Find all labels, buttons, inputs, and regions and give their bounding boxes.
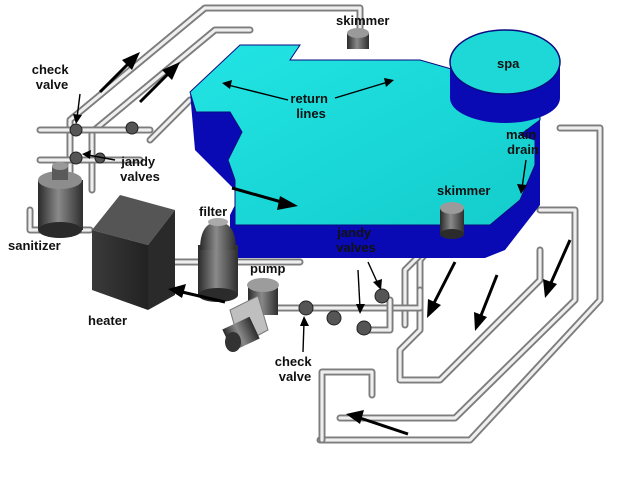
label-jandy-valves-right: jandy valves xyxy=(336,225,376,255)
filter xyxy=(198,218,238,302)
skimmer-right xyxy=(440,202,464,239)
labels: skimmer spa check valve return lines mai… xyxy=(8,13,540,384)
jandy-valve-left-1 xyxy=(125,121,139,135)
jandy-valve-right-1 xyxy=(356,320,372,336)
check-valve-bottom xyxy=(298,300,314,316)
jandy-valve-right-2 xyxy=(374,288,390,304)
flow-arrows xyxy=(73,52,572,436)
label-skimmer-top: skimmer xyxy=(336,13,389,28)
valve-mid xyxy=(326,310,342,326)
label-filter: filter xyxy=(199,204,227,219)
spa xyxy=(449,29,561,123)
label-skimmer-right: skimmer xyxy=(437,183,490,198)
sanitizer xyxy=(38,162,83,238)
label-jandy-valves-left: jandy valves xyxy=(120,154,160,184)
valves xyxy=(69,121,390,336)
pump xyxy=(222,278,279,352)
skimmer-top xyxy=(347,28,369,49)
label-spa: spa xyxy=(497,56,520,71)
label-check-valve-bottom: check valve xyxy=(275,354,316,384)
label-return-lines: return lines xyxy=(290,91,331,121)
label-sanitizer: sanitizer xyxy=(8,238,61,253)
heater xyxy=(92,195,175,310)
jandy-valve-left-2 xyxy=(69,151,83,165)
label-main-drain: main drain xyxy=(506,127,540,157)
pool xyxy=(189,28,561,258)
label-check-valve-left: check valve xyxy=(32,62,73,92)
label-heater: heater xyxy=(88,313,127,328)
label-pump: pump xyxy=(250,261,285,276)
check-valve-left xyxy=(69,123,83,137)
